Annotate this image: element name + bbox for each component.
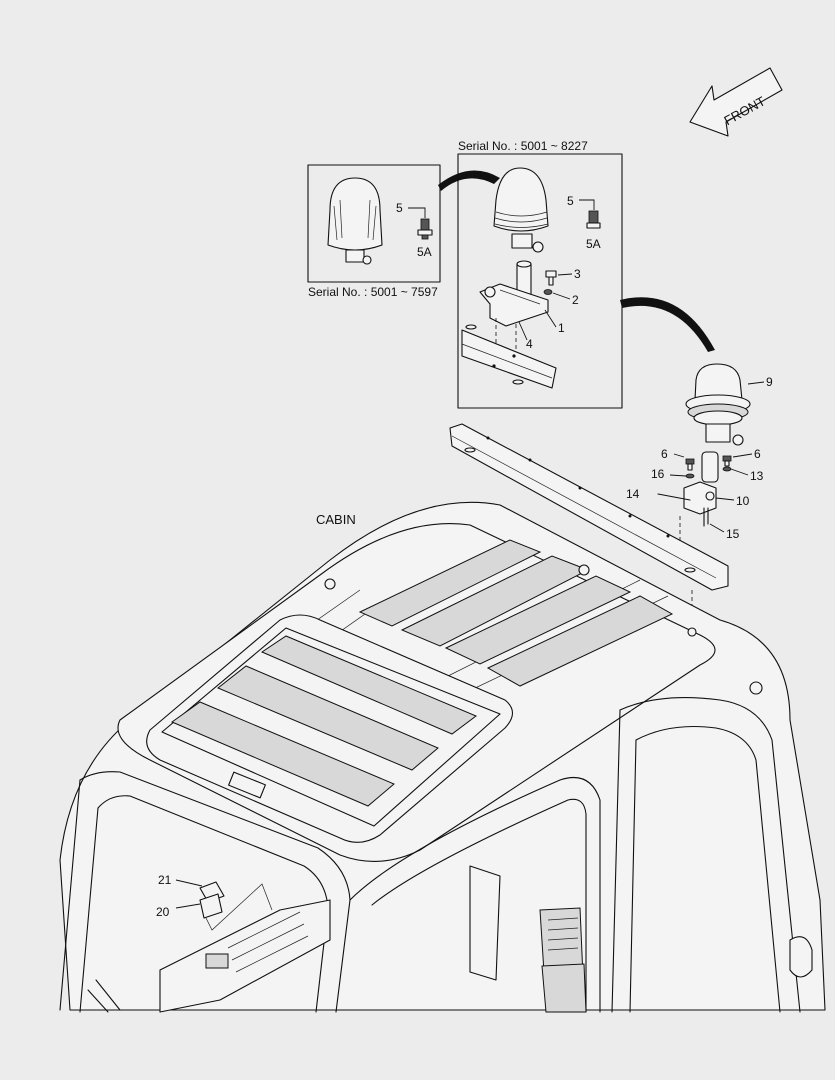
callout-cable: 15 (726, 527, 740, 541)
washer-2 (543, 289, 553, 295)
callout-switch-top: 21 (158, 873, 172, 887)
callout-bolt: 3 (574, 267, 581, 281)
beacon-large (493, 167, 549, 253)
callout-beacon: 9 (766, 375, 773, 389)
cabin-body (59, 501, 826, 1013)
roof-rail-main (449, 423, 729, 632)
callout-screw-right: 6 (754, 447, 761, 461)
inset-large-serial: Serial No. : 5001 ~ 8227 (458, 139, 588, 153)
bulb-small-icon (417, 218, 433, 240)
callout-switch-body: 20 (156, 905, 170, 919)
bolt-3 (545, 270, 557, 286)
callout-inset-small-bulb-a: 5A (417, 245, 432, 259)
inset-large: Serial No. : 5001 ~ 8227 5 5A (457, 139, 623, 409)
inset-pointer-arrow-left (438, 170, 500, 191)
callout-inset-large-bulb-a: 5A (586, 237, 601, 251)
beacon-main (685, 363, 751, 446)
callout-washer: 2 (572, 293, 579, 307)
callout-screw-left: 6 (661, 447, 668, 461)
front-direction-arrow: FRONT (689, 67, 783, 137)
roof-rail-inset (461, 324, 557, 389)
callout-cable-end: 14 (626, 487, 640, 501)
callout-inset-large-bulb: 5 (567, 194, 574, 208)
inset-pointer-arrow-right (620, 297, 715, 352)
switch-assembly (199, 881, 273, 931)
callout-washer-left: 16 (651, 467, 665, 481)
inset-small: 5 5A Serial No. : 5001 ~ 7597 (307, 164, 441, 299)
inset-small-serial: Serial No. : 5001 ~ 7597 (308, 285, 438, 299)
cabin-label: CABIN (316, 512, 356, 527)
callout-inset-small-bulb: 5 (396, 201, 403, 215)
beacon-dome-small (327, 177, 383, 265)
callout-bracket: 1 (558, 321, 565, 335)
callout-mount-bracket: 10 (736, 494, 750, 508)
bulb-large-icon (586, 210, 601, 229)
callout-plate: 4 (526, 337, 533, 351)
callout-washer-right: 13 (750, 469, 764, 483)
